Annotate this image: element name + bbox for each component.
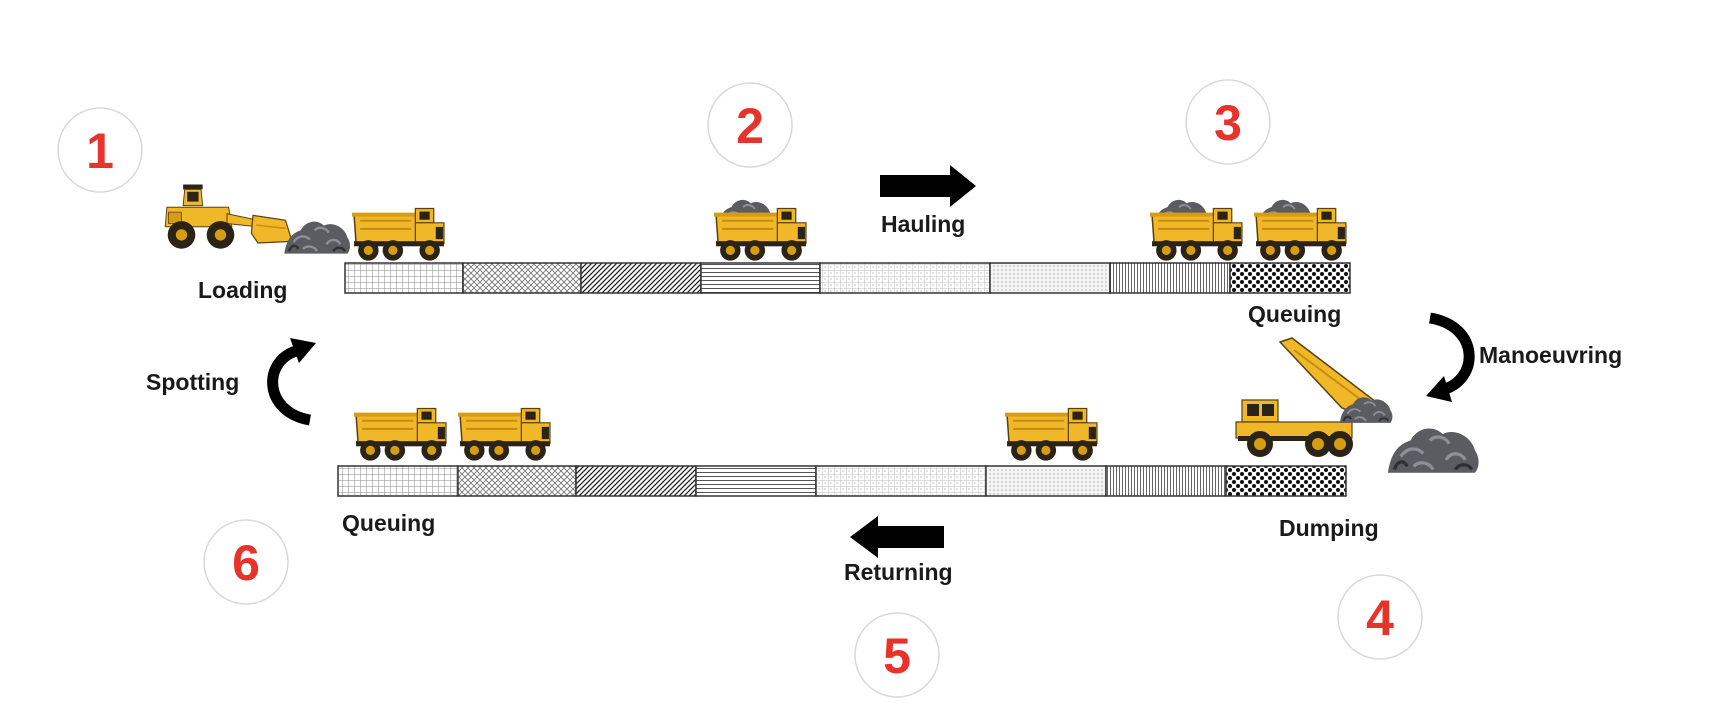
step-6-marker: 6 — [203, 519, 289, 605]
spotting-label: Spotting — [146, 369, 239, 395]
step-2-number: 2 — [736, 98, 764, 154]
haul-truck-icon — [458, 407, 551, 462]
haul-truck-icon — [714, 207, 807, 262]
wheel-loader-icon — [164, 183, 292, 250]
manoeuvring-label: Manoeuvring — [1479, 342, 1622, 368]
haul-truck-icon — [352, 207, 445, 262]
queuing-bottom-label: Queuing — [342, 510, 435, 536]
haul-truck-icon — [1005, 407, 1098, 462]
haul-road-top — [344, 262, 1351, 294]
step-2-marker: 2 — [707, 82, 793, 168]
haul-truck-icon — [354, 407, 447, 462]
step-5-marker: 5 — [854, 612, 940, 698]
haul-truck-icon — [1254, 207, 1347, 262]
haul-truck-icon — [1150, 207, 1243, 262]
dumping-label: Dumping — [1279, 515, 1379, 541]
step-4-marker: 4 — [1337, 574, 1423, 660]
haul-road-bottom — [337, 465, 1347, 497]
hauling-label: Hauling — [881, 211, 965, 237]
step-3-number: 3 — [1214, 95, 1242, 151]
step-3-marker: 3 — [1185, 79, 1271, 165]
hauling-arrow-icon — [880, 165, 976, 207]
step-1-marker: 1 — [57, 107, 143, 193]
spotting-curved-arrow-icon — [267, 338, 316, 426]
loading-label: Loading — [198, 277, 287, 303]
manoeuvring-curved-arrow-icon — [1426, 312, 1475, 402]
step-5-number: 5 — [883, 628, 911, 684]
step-1-number: 1 — [86, 123, 114, 179]
rock-pile-icon — [283, 220, 352, 255]
rock-pile-icon — [1386, 426, 1481, 475]
step-6-number: 6 — [232, 535, 260, 591]
queuing-top-label: Queuing — [1248, 301, 1341, 327]
returning-label: Returning — [844, 559, 953, 585]
returning-arrow-icon — [850, 516, 944, 558]
step-4-number: 4 — [1366, 590, 1394, 646]
